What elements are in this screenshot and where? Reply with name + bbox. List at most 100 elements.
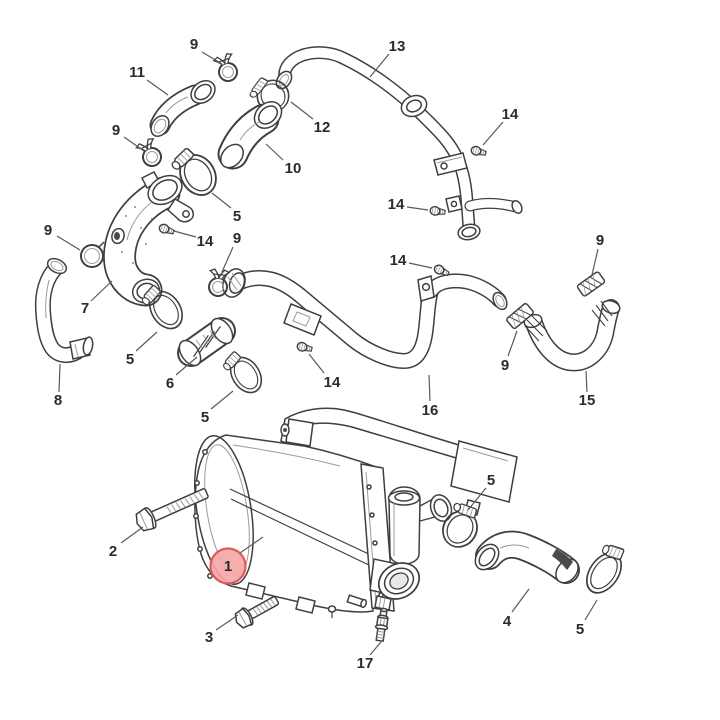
callout-9[interactable]: 9	[221, 230, 241, 273]
callout-9[interactable]: 9	[591, 232, 604, 276]
callout-label: 5	[201, 409, 209, 426]
leader-line	[482, 121, 504, 146]
part-3-bolt	[234, 596, 280, 629]
callout-6[interactable]: 6	[166, 356, 198, 392]
leader-line	[90, 280, 113, 302]
part-9-ring-clamp	[80, 241, 105, 268]
callout-9[interactable]: 9	[112, 122, 145, 152]
leader-line	[173, 230, 197, 238]
callout-14[interactable]: 14	[308, 353, 341, 391]
callout-label: 2	[109, 543, 117, 560]
callout-7[interactable]: 7	[81, 280, 113, 317]
part-11-hose	[149, 80, 216, 137]
leader-line	[210, 390, 234, 410]
callout-14[interactable]: 14	[388, 196, 429, 213]
leader-line	[120, 526, 144, 544]
drawing-layer	[34, 46, 635, 643]
callout-5[interactable]: 5	[211, 192, 241, 225]
leader-line	[591, 248, 599, 276]
leader-line	[221, 246, 234, 273]
part-5-hose-clamp	[577, 537, 635, 601]
part-5-hose-clamp	[218, 344, 269, 400]
leader-line	[511, 588, 530, 613]
callout-4[interactable]: 4	[503, 588, 530, 630]
part-4-hose	[474, 530, 580, 584]
part-16-hose	[222, 268, 508, 369]
callout-label: 9	[233, 230, 241, 247]
callout-label: 9	[190, 36, 198, 53]
part-9-spring-clamp	[134, 136, 166, 171]
callout-11[interactable]: 11	[129, 64, 169, 96]
callout-14[interactable]: 14	[173, 230, 214, 250]
leader-line	[201, 51, 223, 65]
leader-line	[408, 262, 433, 269]
leader-line	[56, 235, 81, 251]
leader-line	[369, 53, 390, 78]
callout-9[interactable]: 9	[44, 222, 81, 251]
callout-16[interactable]: 16	[422, 374, 439, 419]
callout-15[interactable]: 15	[579, 370, 596, 409]
callout-9[interactable]: 9	[190, 36, 223, 65]
callout-label: 14	[197, 233, 214, 250]
leader-line	[175, 356, 198, 376]
callout-label: 7	[81, 300, 89, 317]
part-13-pipe	[275, 46, 523, 241]
part-14-screw	[157, 222, 176, 237]
callout-label: 9	[112, 122, 120, 139]
callout-label: 11	[129, 64, 145, 81]
callout-2[interactable]: 2	[109, 526, 144, 560]
callout-label: 9	[596, 232, 604, 249]
part-14-screw	[295, 340, 314, 355]
callout-5[interactable]: 5	[126, 331, 158, 368]
callout-10[interactable]: 10	[265, 143, 302, 177]
leader-line	[58, 363, 61, 393]
callout-9[interactable]: 9	[501, 330, 518, 374]
callout-label: 8	[54, 392, 62, 409]
leader-line	[265, 143, 284, 161]
leader-line	[369, 641, 382, 656]
callout-label: 9	[501, 357, 509, 374]
part-15-hose	[523, 299, 621, 372]
leader-line	[239, 536, 264, 554]
leader-line	[428, 374, 431, 402]
part-2-bolt	[135, 488, 209, 532]
callout-8[interactable]: 8	[54, 363, 62, 409]
callout-3[interactable]: 3	[205, 614, 239, 646]
callout-1-selected[interactable]: 1	[209, 536, 264, 585]
callout-label: 14	[324, 374, 341, 391]
leader-line	[507, 330, 518, 357]
callout-14[interactable]: 14	[390, 252, 433, 269]
part-10-hose	[217, 101, 283, 170]
callout-13[interactable]: 13	[369, 38, 406, 78]
callout-12[interactable]: 12	[290, 101, 330, 136]
callout-label: 5	[233, 208, 241, 225]
callout-label: 9	[44, 222, 52, 239]
callout-label: 1	[224, 558, 232, 575]
part-6-ribbed-hose	[177, 317, 236, 367]
leader-line	[211, 192, 232, 209]
callout-label: 17	[357, 655, 374, 672]
part-9-spring-clamp	[575, 270, 607, 298]
leader-line	[123, 136, 145, 152]
callout-label: 10	[285, 160, 302, 177]
part-17-fitting	[374, 607, 389, 643]
callout-label: 5	[487, 472, 495, 489]
leader-line	[146, 79, 169, 96]
leader-line	[585, 370, 588, 393]
callout-5[interactable]: 5	[201, 390, 234, 426]
callout-14[interactable]: 14	[482, 106, 519, 146]
callout-17[interactable]: 17	[357, 641, 382, 672]
callout-5[interactable]: 5	[467, 472, 495, 511]
callout-label: 14	[502, 106, 519, 123]
part-14-screw	[428, 205, 447, 218]
leader-line	[215, 614, 239, 631]
leader-line	[290, 101, 314, 120]
callout-label: 13	[389, 38, 406, 55]
callout-label: 14	[390, 252, 407, 269]
callout-label: 4	[503, 613, 512, 630]
callout-5[interactable]: 5	[576, 599, 598, 638]
callout-label: 14	[388, 196, 405, 213]
